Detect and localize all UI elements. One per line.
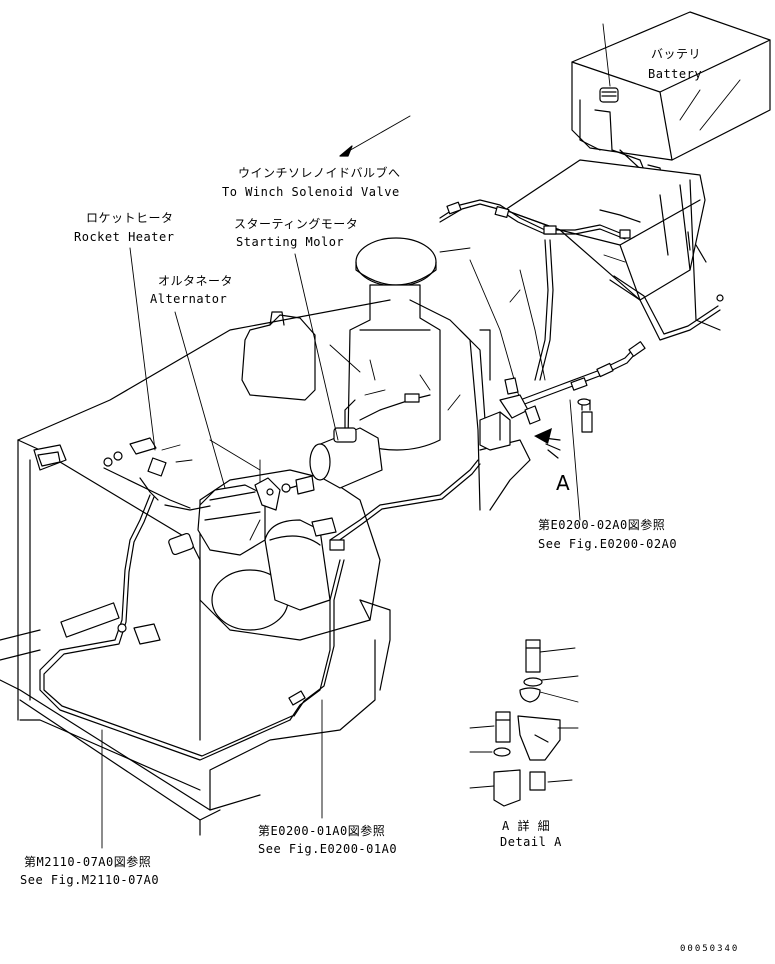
ref-e0200-02a0-en: See Fig.E0200-02A0 — [538, 537, 677, 551]
alternator-label-en: Alternator — [150, 292, 227, 306]
bracket-near-a — [479, 377, 541, 451]
rocket-heater-label-jp: ロケットヒータ — [86, 211, 174, 225]
battery-label-jp: バッテリ — [651, 47, 701, 61]
air-cleaner — [347, 237, 486, 451]
ref-e0200-01a0-en: See Fig.E0200-01A0 — [258, 842, 397, 856]
winch-cable — [439, 199, 721, 381]
ref-e0200-02a0-jp: 第E0200-02A0図参照 — [538, 517, 665, 532]
rocket-heater — [103, 437, 191, 509]
detail-a-label-en: Detail A — [500, 835, 562, 849]
left-harness — [39, 393, 481, 761]
battery-support — [504, 159, 724, 331]
starting-motor-label-jp: スターティングモータ — [234, 217, 358, 231]
battery — [571, 11, 771, 197]
alternator-label-jp: オルタネータ — [158, 274, 233, 288]
ref-m2110-07a0-en: See Fig.M2110-07A0 — [20, 873, 159, 887]
winch-label-en: To Winch Solenoid Valve — [222, 185, 400, 199]
detail-a-drawing — [469, 639, 579, 807]
labels: バッテリ Battery ウインチソレノイドバルブへ To Winch Sole… — [20, 47, 739, 954]
alternator — [197, 477, 281, 556]
battery-label-en: Battery — [648, 67, 702, 81]
main-harness — [469, 259, 646, 433]
rocket-heater-label-en: Rocket Heater — [74, 230, 174, 244]
frame — [0, 299, 531, 836]
winch-label-jp: ウインチソレノイドバルブへ — [238, 165, 401, 180]
detail-a-label-jp: A 詳 細 — [502, 818, 550, 833]
view-a-arrow — [534, 428, 561, 459]
view-a-label: A — [556, 471, 570, 495]
ref-m2110-07a0-jp: 第M2110-07A0図参照 — [24, 854, 151, 869]
starting-motor-label-en: Starting Molor — [236, 235, 344, 249]
starting-motor — [281, 399, 383, 495]
drawing-number: 00050340 — [680, 944, 739, 954]
leader-lines — [101, 23, 626, 849]
ref-e0200-01a0-jp: 第E0200-01A0図参照 — [258, 823, 385, 838]
